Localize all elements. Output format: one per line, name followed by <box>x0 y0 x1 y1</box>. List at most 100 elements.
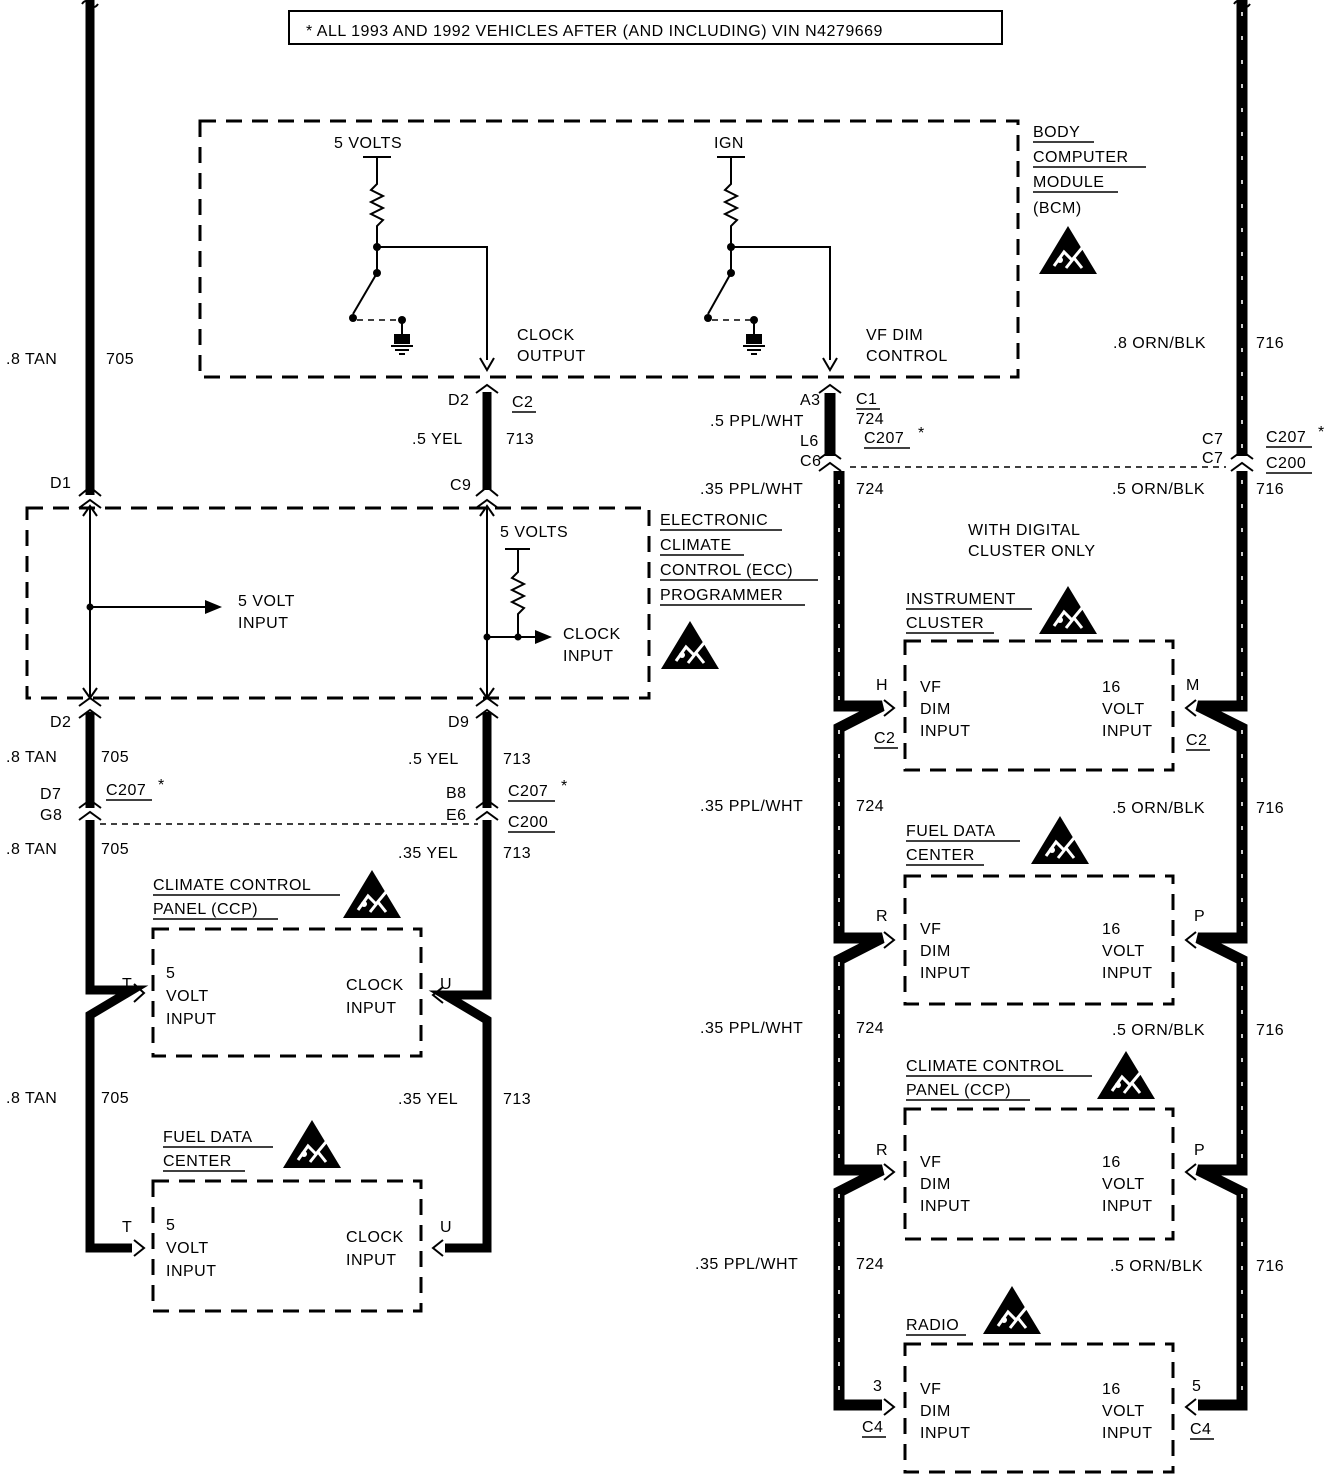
radio-16v-3: INPUT <box>1102 1425 1153 1442</box>
wire-724-gauge-5: .35 PPL/WHT <box>695 1256 798 1273</box>
conn-d1: D1 <box>50 475 71 492</box>
radio-vf-1: VF <box>920 1381 941 1398</box>
wire-724-gauge-4: .35 PPL/WHT <box>700 1020 803 1037</box>
bcm-title-3: MODULE <box>1033 174 1104 191</box>
ground-icon <box>742 321 766 355</box>
wire-724-circuit-3: 724 <box>856 798 884 815</box>
wire-716-gauge-4: .5 ORN/BLK <box>1112 1022 1205 1039</box>
ccp-right-title-2: PANEL (CCP) <box>906 1082 1011 1099</box>
conn-c207-right: C207 <box>864 430 904 447</box>
wire-705-circuit-1: 705 <box>106 351 134 368</box>
fdc-right-vf-3: INPUT <box>920 965 971 982</box>
wire-713-circuit-1: 713 <box>506 431 534 448</box>
radio-box <box>903 1342 1175 1474</box>
conn-c207-mid: C207 <box>508 783 548 800</box>
ccp-left-box <box>151 927 423 1058</box>
bcm-title-1: BODY <box>1033 124 1080 141</box>
cluster-title-1: INSTRUMENT <box>906 591 1016 608</box>
radio-vf-3: INPUT <box>920 1425 971 1442</box>
wire-705-gauge-3: .8 TAN <box>6 841 57 858</box>
conn-c7-a: C7 <box>1202 431 1223 448</box>
esd-warning-icon <box>659 619 721 671</box>
bcm-box <box>198 119 1020 379</box>
pin-p-ccp: P <box>1194 1142 1205 1159</box>
fdc-left-clock-2: INPUT <box>346 1252 397 1269</box>
resistor-5v <box>368 157 386 275</box>
wire-705-gauge-2: .8 TAN <box>6 749 57 766</box>
conn-g8: G8 <box>40 807 62 824</box>
conn-d2-ecc: D2 <box>50 714 71 731</box>
esd-warning-icon <box>981 1284 1043 1336</box>
wire-724-circuit-0: 724 <box>856 411 884 428</box>
wire-716-circuit-2: 716 <box>1256 481 1284 498</box>
wire-705-gauge-1: .8 TAN <box>6 351 57 368</box>
cluster-16v-2: VOLT <box>1102 701 1145 718</box>
with-digital-1: WITH DIGITAL <box>968 522 1080 539</box>
cluster-vf-2: DIM <box>920 701 951 718</box>
wire-716-circuit-3: 716 <box>1256 800 1284 817</box>
ccp-right-vf-2: DIM <box>920 1176 951 1193</box>
star-mark: * <box>918 425 925 442</box>
clock-output-1: CLOCK <box>517 327 575 344</box>
cluster-vf-1: VF <box>920 679 941 696</box>
fdc-right-vf-2: DIM <box>920 943 951 960</box>
switch-5v <box>352 272 378 315</box>
esd-warning-icon <box>1037 584 1099 636</box>
switch-ign <box>707 272 732 315</box>
wire-724-circuit-5: 724 <box>856 1256 884 1273</box>
ccp-left-in-1: 5 <box>166 965 175 982</box>
wire-724-gauge-3: .35 PPL/WHT <box>700 798 803 815</box>
cluster-16v-1: 16 <box>1102 679 1121 696</box>
fdc-left-title-1: FUEL DATA <box>163 1129 253 1146</box>
ccp-left-clock-1: CLOCK <box>346 977 404 994</box>
pin-m: M <box>1186 677 1200 694</box>
bcm-abbr: (BCM) <box>1033 200 1082 217</box>
wire-724-circuit-2: 724 <box>856 481 884 498</box>
ecc-box <box>25 506 651 700</box>
resistor-ign <box>722 157 740 275</box>
cluster-16v-3: INPUT <box>1102 723 1153 740</box>
resistor-ecc <box>509 549 527 637</box>
conn-c2-bcm: C2 <box>512 394 533 411</box>
bcm-5volts-label: 5 VOLTS <box>334 135 402 152</box>
radio-16v-1: 16 <box>1102 1381 1121 1398</box>
fdc-left-in-3: INPUT <box>166 1263 217 1280</box>
wire-716-gauge-3: .5 ORN/BLK <box>1112 800 1205 817</box>
ecc-5volts-label: 5 VOLTS <box>500 524 568 541</box>
fdc-left-box <box>151 1179 423 1313</box>
ccp-right-16v-3: INPUT <box>1102 1198 1153 1215</box>
conn-l6: L6 <box>800 433 819 450</box>
pin-p-fdc: P <box>1194 908 1205 925</box>
wire-713-gauge-3: .35 YEL <box>398 845 458 862</box>
pin-r-fdc: R <box>876 908 888 925</box>
ccp-right-vf-1: VF <box>920 1154 941 1171</box>
fdc-right-16v-1: 16 <box>1102 921 1121 938</box>
star-mark: * <box>158 777 165 794</box>
radio-vf-2: DIM <box>920 1403 951 1420</box>
conn-c207-left: C207 <box>106 782 146 799</box>
pin-t-fdc: T <box>122 1219 132 1236</box>
pin-3: 3 <box>873 1378 882 1395</box>
fdc-right-title-2: CENTER <box>906 847 975 864</box>
wire-705-circuit-2: 705 <box>101 749 129 766</box>
wire-716-gauge-2: .5 ORN/BLK <box>1112 481 1205 498</box>
conn-c9: C9 <box>450 477 471 494</box>
wire-713-lower <box>428 820 492 1253</box>
radio-16v-2: VOLT <box>1102 1403 1145 1420</box>
wire-713-circuit-4: 713 <box>503 1091 531 1108</box>
ccp-right-title-1: CLIMATE CONTROL <box>906 1058 1064 1075</box>
with-digital-2: CLUSTER ONLY <box>968 543 1096 560</box>
ecc-5volt-input-2: INPUT <box>238 615 289 632</box>
wire-705-circuit-4: 705 <box>101 1090 129 1107</box>
wire-716-gauge-5: .5 ORN/BLK <box>1110 1258 1203 1275</box>
conn-d2-bcm: D2 <box>448 392 469 409</box>
vin-note: * ALL 1993 AND 1992 VEHICLES AFTER (AND … <box>306 23 883 40</box>
pin-u-fdc: U <box>440 1219 452 1236</box>
wire-713-circuit-2: 713 <box>503 751 531 768</box>
ecc-title-2: CLIMATE <box>660 537 732 554</box>
wire-713-circuit-3: 713 <box>503 845 531 862</box>
conn-c2-cluster-right: C2 <box>1186 732 1207 749</box>
wire-724-gauge-1: .5 PPL/WHT <box>710 413 804 430</box>
pin-r-ccp: R <box>876 1142 888 1159</box>
